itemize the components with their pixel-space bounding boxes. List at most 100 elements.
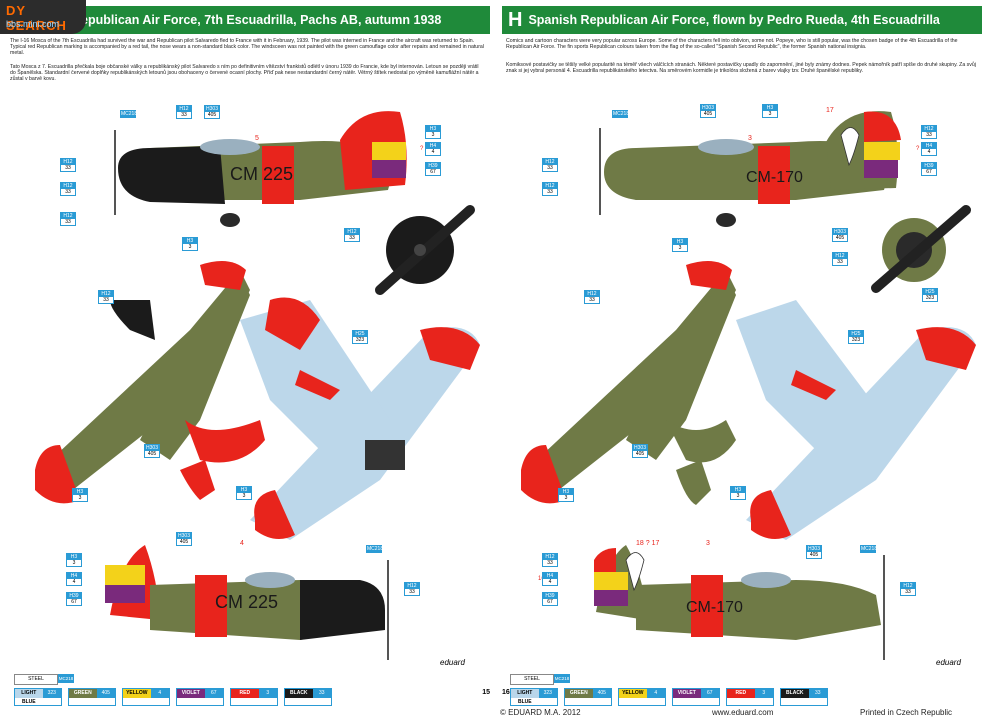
watermark-text: DY SEARCH	[6, 3, 67, 33]
stencil-number: 4	[240, 540, 244, 547]
registration-upper: CM 225	[230, 164, 293, 184]
registration-lower: CM-170	[686, 599, 743, 616]
aircraft-artwork: CM-170	[521, 107, 976, 660]
watermark-logo: DY SEARCH bbs.mini.com	[0, 0, 86, 34]
stencil-number: 17	[826, 107, 834, 114]
legend-steel-code: MC218	[58, 674, 74, 683]
profile-title: Republican Air Force, 7th Escuadrilla, P…	[72, 13, 442, 27]
website-link[interactable]: www.eduard.com	[712, 708, 774, 717]
description-czech: Komiksové postavičky se těšily velké pop…	[506, 62, 976, 75]
legend-steel: STEEL	[510, 674, 554, 685]
printed-note: Printed in Czech Republic	[860, 708, 953, 717]
side-profile-lower: CM-170	[594, 545, 885, 660]
page-number: 16	[502, 689, 510, 696]
profile-page-left: Republican Air Force, 7th Escuadrilla, P…	[0, 0, 494, 706]
callout-steel: MC218	[120, 110, 138, 118]
page-footer: © EDUARD M.A. 2012 www.eduard.com Printe…	[0, 707, 990, 720]
plan-view-upper-surface	[521, 261, 736, 505]
side-profile-upper: CM 225	[114, 111, 407, 227]
brand-logo: eduard	[936, 658, 961, 667]
side-profile-lower: CM 225	[105, 545, 389, 660]
description-english: The I-16 Mosca of the 7th Escuadrilla ha…	[10, 38, 484, 57]
stencil-number: 18 ? 17	[636, 540, 659, 547]
plan-view-lower-surface	[240, 297, 480, 540]
front-view	[871, 205, 971, 293]
legend-steel-code: MC218	[554, 674, 570, 683]
profile-letter: H	[508, 8, 523, 31]
brand-logo: eduard	[440, 658, 465, 667]
front-view	[375, 205, 475, 295]
profile-page-right: H Spanish Republican Air Force, flown by…	[496, 0, 990, 706]
stencil-number: 5	[255, 135, 259, 142]
plan-view-upper-surface	[35, 261, 265, 504]
registration-lower: CM 225	[215, 592, 278, 612]
profile-title: Spanish Republican Air Force, flown by P…	[528, 13, 940, 27]
page-number: 15	[482, 689, 490, 696]
copyright: © EDUARD M.A. 2012	[500, 708, 581, 717]
stencil-number: 3	[706, 540, 710, 547]
description-english: Comics and cartoon characters were very …	[506, 38, 958, 51]
profile-banner: H Spanish Republican Air Force, flown by…	[502, 6, 982, 34]
legend-steel: STEEL	[14, 674, 58, 685]
callout-steel: MC218	[366, 545, 384, 553]
plan-view-lower-surface	[736, 300, 976, 540]
description-czech: Tato Mosca z 7. Escuadrilla přečkala boj…	[10, 64, 479, 83]
watermark-subtext: bbs.mini.com	[6, 19, 60, 29]
callout-steel: MC218	[860, 545, 878, 553]
callout-steel: MC218	[612, 110, 630, 118]
